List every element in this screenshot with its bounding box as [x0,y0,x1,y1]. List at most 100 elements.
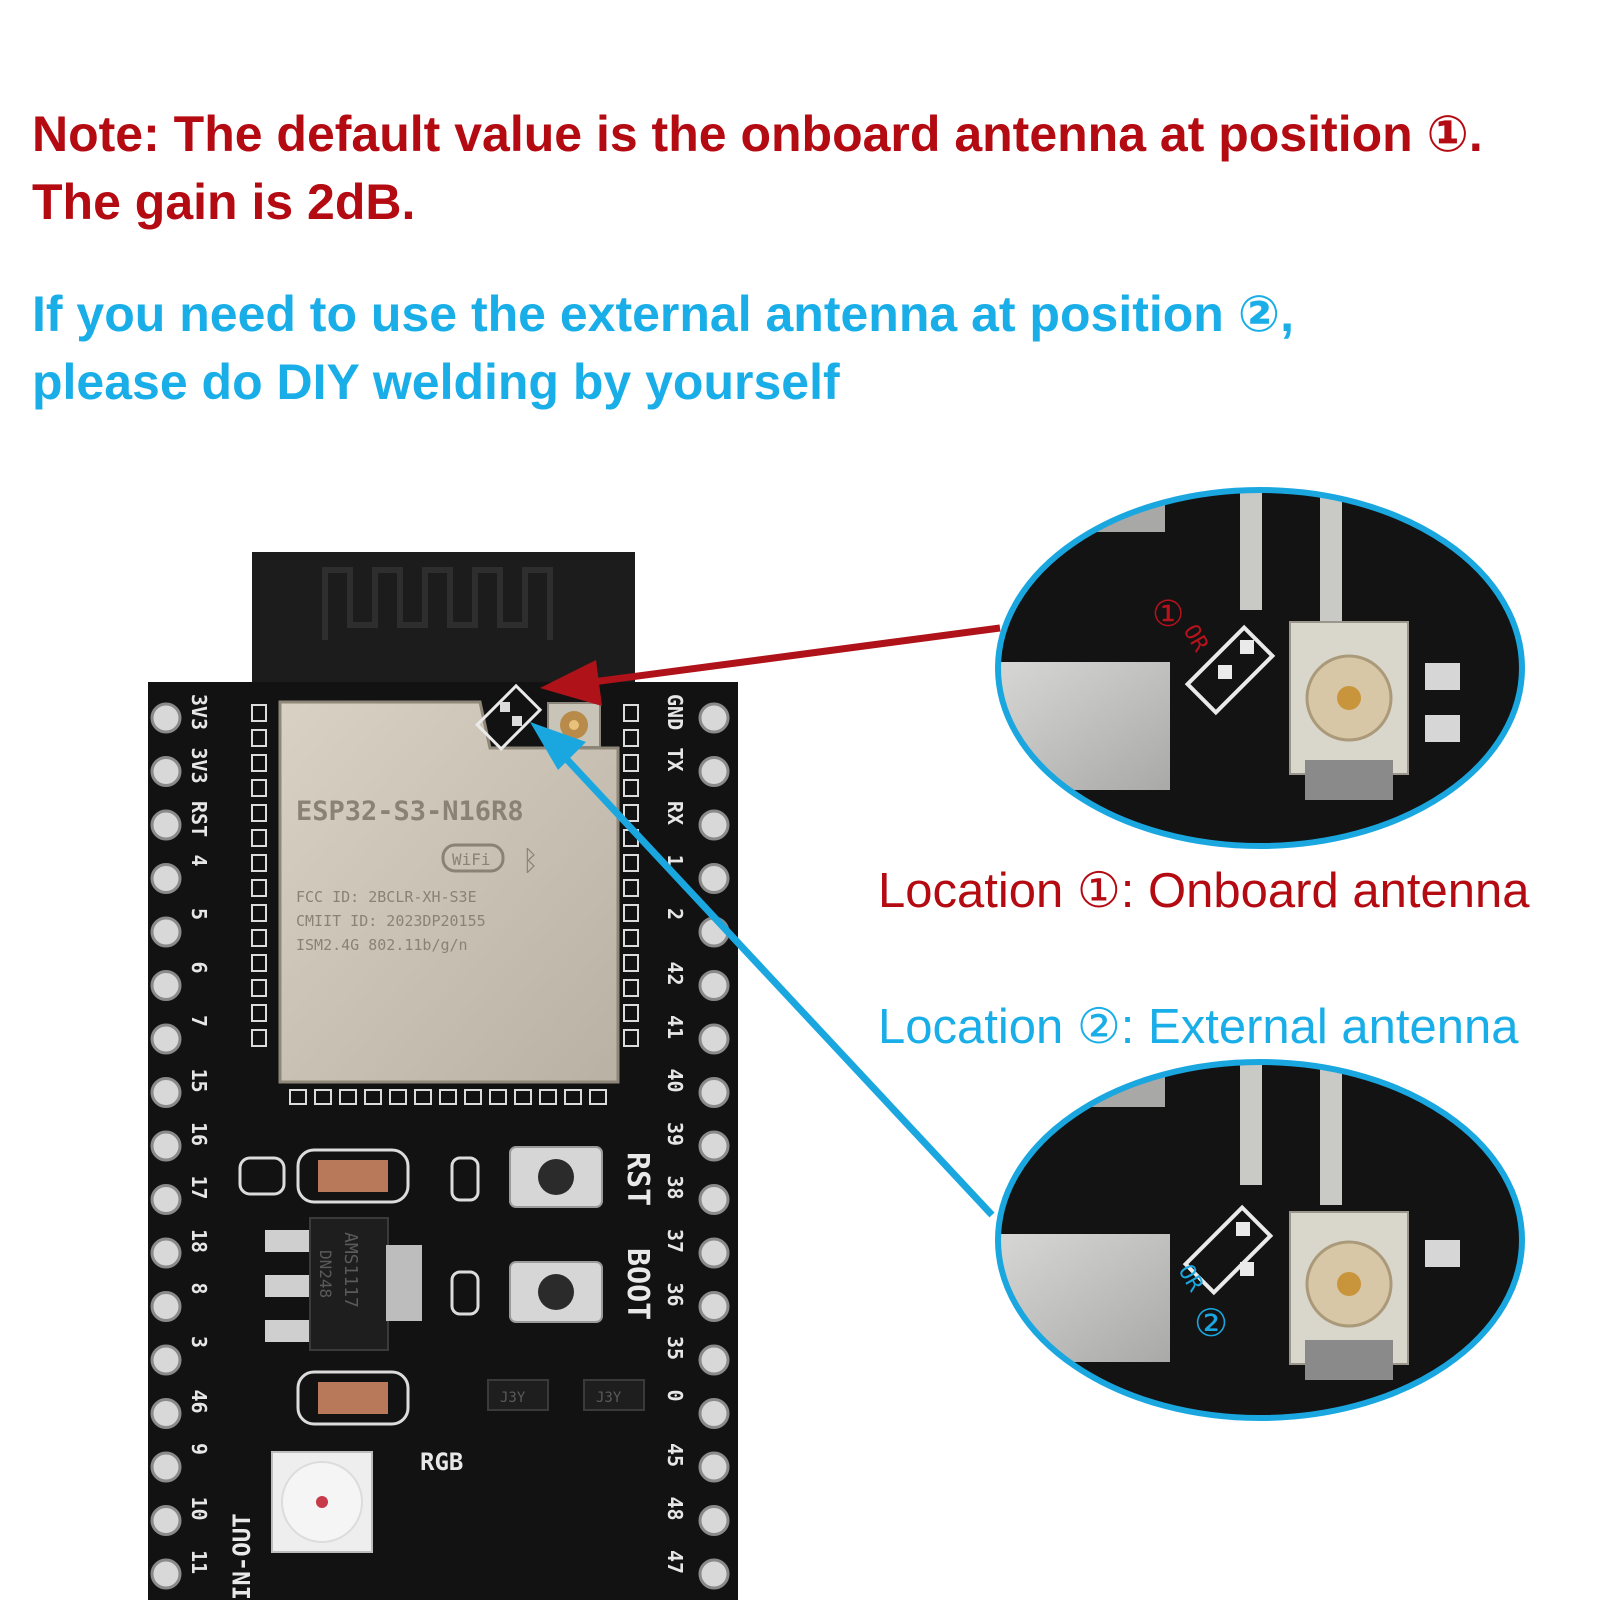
module-pad [251,804,267,822]
right-pin-hole [698,1237,730,1269]
rgb-led [271,1451,373,1553]
in-out-label: IN-OUT [228,1513,256,1600]
module-pad [339,1089,357,1105]
note-line-1: Note: The default value is the onboard a… [32,106,1483,162]
left-pin-hole [150,863,182,894]
right-pin-label: 36 [663,1283,687,1307]
module-pads [251,704,639,1105]
left-pin-label: 9 [187,1443,211,1455]
zoom-external-selector-pads [1182,1204,1274,1296]
left-pin-label: 11 [187,1550,211,1574]
left-pin-hole [150,1344,182,1376]
module-pad [389,1089,407,1105]
right-pin-label: 47 [663,1550,687,1574]
module-pad [623,729,639,747]
regulator-code: DN248 [316,1250,335,1298]
rgb-label: RGB [420,1448,463,1476]
voltage-regulator: AMS1117 DN248 [265,1217,422,1351]
right-pin-label: 0 [663,1390,687,1402]
right-pin-hole [698,702,730,734]
info-line-2: please do DIY welding by yourself [32,354,840,410]
zoom-marker-2: ② [1194,1301,1228,1345]
right-pin-label: 37 [663,1229,687,1253]
module-pad [623,1029,639,1047]
left-pin-hole [150,702,182,734]
esp32-module: ESP32-S3-N16R8 WiFi ᛒ FCC ID: 2BCLR-XH-S… [278,700,620,1084]
right-pin-hole [698,1344,730,1376]
right-pin-label: TX [663,748,687,772]
left-pin-label: 6 [187,962,211,974]
right-pin-hole [698,1184,730,1215]
left-pin-hole [150,1558,182,1590]
left-pin-label: RST [187,801,211,837]
left-pin-label: 15 [187,1069,211,1093]
right-pin-hole [698,970,730,1001]
module-pad [251,1004,267,1022]
right-pin-label: 38 [663,1176,687,1200]
left-pin-label: 3 [187,1336,211,1348]
module-pad [464,1089,482,1105]
module-pad [414,1089,432,1105]
right-pin-label: 1 [663,855,687,867]
zoom-external-antenna: OR ② [995,1059,1525,1421]
bluetooth-icon: ᛒ [522,844,539,877]
module-pad [623,854,639,872]
left-pin-hole [150,1398,182,1429]
left-pin-hole [150,1505,182,1536]
right-pin-label: 45 [663,1443,687,1467]
module-cmiit-id: CMIIT ID: 2023DP20155 [296,912,486,930]
left-pin-label: 7 [187,1015,211,1027]
wifi-logo: WiFi [452,850,491,869]
left-pin-label: 3V3 [187,748,211,784]
left-pin-hole [150,916,182,948]
zoom-onboard-antenna: ① OR [995,487,1525,849]
zoom-marker-1: ① [1152,594,1184,635]
right-pin-hole [698,1077,730,1108]
left-pin-label: 17 [187,1176,211,1200]
note-line-2: The gain is 2dB. [32,174,416,230]
left-pin-hole [150,1291,182,1322]
right-pin-label: 39 [663,1122,687,1146]
left-pin-label: 16 [187,1122,211,1146]
transistors: J3Y J3Y [487,1379,645,1411]
right-pin-hole [698,1505,730,1536]
module-pad [251,879,267,897]
module-pad [623,904,639,922]
right-pin-hole [698,809,730,841]
module-name: ESP32-S3-N16R8 [296,796,524,827]
right-pin-label: GND [663,694,687,730]
right-pin-label: 42 [663,962,687,986]
left-pin-label: 10 [187,1497,211,1521]
right-pin-label: 2 [663,908,687,920]
module-pad [289,1089,307,1105]
module-pad [314,1089,332,1105]
left-pin-hole [150,970,182,1001]
module-pad [439,1089,457,1105]
right-pin-hole [698,1558,730,1590]
module-pad [623,954,639,972]
left-pin-label: 46 [187,1390,211,1414]
module-pad [251,704,267,722]
module-pad [623,979,639,997]
left-pin-hole [150,1023,182,1055]
right-pin-hole [698,1130,730,1162]
left-pin-hole [150,1077,182,1108]
module-pad [623,1004,639,1022]
module-pad [623,879,639,897]
module-pad [623,929,639,947]
rst-label: RST [620,1152,655,1206]
module-pad [589,1089,607,1105]
left-pin-label: 5 [187,908,211,920]
transistor-label-1: J3Y [500,1390,526,1406]
right-pin-hole [698,863,730,894]
location-external-label: Location ②: External antenna [878,1000,1519,1054]
module-pad [489,1089,507,1105]
right-pin-hole [698,756,730,787]
left-pin-label: 3V3 [187,694,211,730]
transistor-label-2: J3Y [596,1390,622,1406]
left-pin-label: 18 [187,1229,211,1253]
info-line-1: If you need to use the external antenna … [32,286,1294,342]
module-pad [364,1089,382,1105]
